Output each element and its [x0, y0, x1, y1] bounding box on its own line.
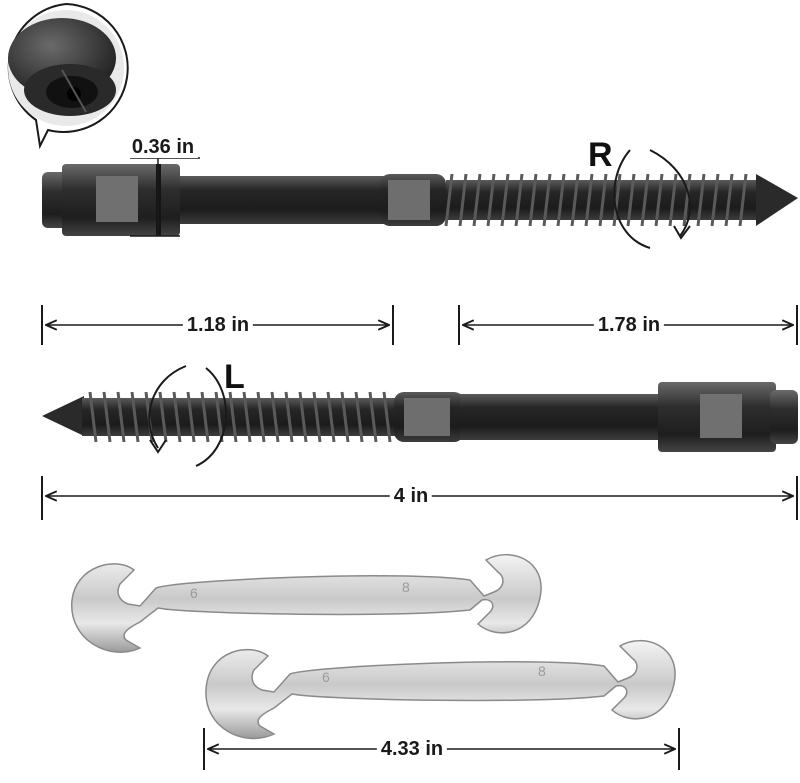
thread-ridge	[584, 173, 594, 227]
thread-ridge	[654, 173, 664, 227]
thread-ridge	[270, 391, 280, 443]
screw-right-hand	[42, 164, 798, 236]
thread-ridge	[326, 391, 336, 443]
thread-ridge	[284, 391, 294, 443]
wrench-length-label: 4.33 in	[376, 738, 448, 760]
thread-ridge	[116, 391, 126, 443]
wrench-bottom: 6 8	[205, 639, 676, 740]
thread-ridge	[312, 391, 322, 443]
total-length-label: 4 in	[389, 485, 433, 507]
thread-ridge	[458, 173, 468, 227]
thread-ridge	[228, 391, 238, 443]
sleeve-width-label: 0.36 in	[127, 136, 199, 158]
rotation-arrow-right	[613, 149, 691, 249]
thread-ridge	[514, 173, 524, 227]
rotation-arrow-left	[148, 365, 227, 467]
thread-ridge	[172, 391, 182, 443]
thread-ridge	[242, 391, 252, 443]
thread-ridge	[130, 391, 140, 443]
thread-ridge	[382, 391, 392, 443]
right-hand-label: R	[588, 136, 613, 174]
thread-ridge	[368, 391, 378, 443]
thread-ridge	[340, 391, 350, 443]
thread-ridge	[640, 173, 650, 227]
wrench-bottom-size-b: 8	[538, 663, 546, 679]
thread-ridge	[256, 391, 266, 443]
thread-ridge	[200, 391, 210, 443]
left-hand-label: L	[224, 358, 245, 396]
thread-ridge	[668, 173, 678, 227]
thread-ridge	[696, 173, 706, 227]
screw-left-hand	[42, 382, 798, 452]
thread-ridge	[88, 391, 98, 443]
thread-ridge	[682, 173, 692, 227]
thread-ridge	[186, 391, 196, 443]
thread-ridge	[612, 173, 622, 227]
thread-ridge	[598, 173, 608, 227]
thread-ridge	[158, 391, 168, 443]
thread-ridge	[102, 391, 112, 443]
thread-ridge	[710, 173, 720, 227]
thread-ridge	[214, 391, 224, 443]
wrench-bottom-size-a: 6	[322, 669, 330, 685]
thread-length-label: 1.78 in	[593, 314, 665, 336]
sleeve-width-dimension	[130, 157, 200, 237]
thread-ridge	[570, 173, 580, 227]
thread-ridge	[738, 173, 748, 227]
wrench-top: 6 8	[71, 553, 542, 653]
thread-ridge	[472, 173, 482, 227]
thread-ridge	[500, 173, 510, 227]
thread-ridge	[556, 173, 566, 227]
thread-ridge	[724, 173, 734, 227]
thread-ridge	[486, 173, 496, 227]
thread-ridge	[298, 391, 308, 443]
thread-ridge	[444, 173, 454, 227]
detail-zoom-bubble	[7, 2, 129, 150]
thread-ridge	[626, 173, 636, 227]
thread-ridge	[354, 391, 364, 443]
thread-ridge	[542, 173, 552, 227]
thread-ridge	[528, 173, 538, 227]
wrench-top-size-b: 8	[402, 579, 410, 595]
sleeve-length-label: 1.18 in	[182, 314, 254, 336]
wrench-top-size-a: 6	[190, 585, 198, 601]
